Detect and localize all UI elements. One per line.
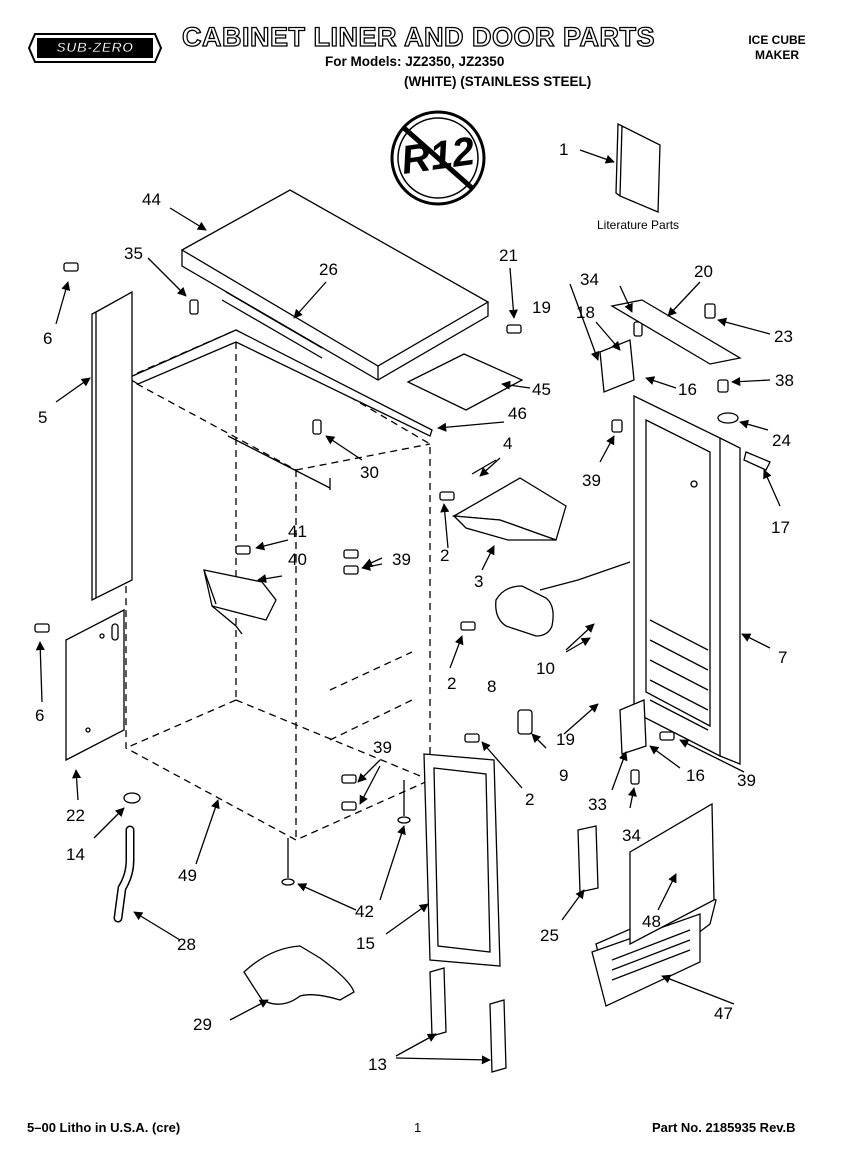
door-stop: [717, 412, 739, 424]
insulation-sheet: [406, 353, 524, 411]
callout-46: 46: [508, 404, 527, 423]
top-frame: [126, 329, 433, 490]
callout-1: 1: [559, 140, 569, 159]
callout-23: 23: [774, 327, 793, 346]
callout-6: 6: [43, 329, 53, 348]
variants-line: (WHITE) (STAINLESS STEEL): [404, 74, 592, 89]
callout-22: 22: [66, 806, 85, 825]
callout-45: 45: [532, 380, 551, 399]
callout-29: 29: [193, 1015, 212, 1034]
callout-39: 39: [737, 771, 756, 790]
leg-right: [489, 999, 507, 1073]
hinge-cover: [610, 299, 742, 365]
callout-3: 3: [474, 572, 484, 591]
callout-34: 34: [622, 826, 641, 845]
callout-6: 6: [35, 706, 45, 725]
bracket: [577, 825, 599, 893]
callout-14: 14: [66, 845, 85, 864]
callout-40: 40: [288, 550, 307, 569]
callout-30: 30: [360, 463, 379, 482]
callout-2: 2: [447, 674, 457, 693]
callout-2: 2: [525, 790, 535, 809]
footer-litho: 5–00 Litho in U.S.A. (cre): [27, 1120, 181, 1135]
bottom-hinge: [619, 699, 647, 755]
footer-part-number: Part No. 2185935 Rev.B: [652, 1120, 796, 1135]
callout-25: 25: [540, 926, 559, 945]
brand-logo: SUB-ZERO: [27, 32, 163, 64]
callout-38: 38: [775, 371, 794, 390]
callout-39: 39: [373, 738, 392, 757]
drip-tray: [243, 945, 355, 1005]
callout-42: 42: [355, 902, 374, 921]
callout-7: 7: [778, 648, 788, 667]
literature-booklet: [615, 122, 661, 213]
door-switch: [517, 709, 533, 735]
callout-4: 4: [503, 434, 513, 453]
callout-15: 15: [356, 934, 375, 953]
callout-26: 26: [319, 260, 338, 279]
ice-chute: [451, 459, 567, 541]
light-cover: [495, 561, 631, 637]
callout-49: 49: [178, 866, 197, 885]
door-gasket: [423, 753, 501, 967]
logo-badge-shape: [27, 33, 163, 63]
callout-19: 19: [532, 298, 551, 317]
product-line-1: ICE CUBE: [748, 33, 806, 47]
callout-17: 17: [771, 518, 790, 537]
trim-strip: [743, 451, 771, 471]
page-title: CABINET LINER AND DOOR PARTS: [181, 21, 655, 52]
callout-34: 34: [580, 270, 599, 289]
callout-5: 5: [38, 408, 48, 427]
callout-44: 44: [142, 190, 161, 209]
callout-39: 39: [582, 471, 601, 490]
callout-48: 48: [642, 912, 661, 931]
callout-13: 13: [368, 1055, 387, 1074]
door-assembly: [633, 394, 741, 765]
screws: [34, 262, 729, 886]
callout-33: 33: [588, 795, 607, 814]
models-line: For Models: JZ2350, JZ2350: [325, 54, 505, 69]
callout-41: 41: [288, 522, 307, 541]
callout-20: 20: [694, 262, 713, 281]
no-symbol-icon: [390, 110, 486, 206]
callout-10: 10: [536, 659, 555, 678]
top-panel: [180, 189, 490, 381]
leg-left: [429, 967, 447, 1037]
callout-16: 16: [686, 766, 705, 785]
callout-24: 24: [772, 431, 791, 450]
callout-35: 35: [124, 244, 143, 263]
product-line-2: MAKER: [755, 48, 799, 62]
callout-28: 28: [177, 935, 196, 954]
hinge-plate: [599, 339, 635, 393]
literature-label: Literature Parts: [597, 218, 680, 232]
callout-8: 8: [487, 677, 497, 696]
callout-19: 19: [556, 730, 575, 749]
grommet: [123, 792, 141, 804]
footer-page-number: 1: [414, 1120, 422, 1135]
brand-name: SUB-ZERO: [56, 39, 134, 56]
callout-18: 18: [576, 303, 595, 322]
cord-bracket: [203, 569, 277, 635]
callout-47: 47: [714, 1004, 733, 1023]
refrigerant-badge: R12: [388, 108, 488, 208]
callout-21: 21: [499, 246, 518, 265]
callout-9: 9: [559, 766, 569, 785]
rear-panel: [65, 608, 125, 762]
product-type: ICE CUBE MAKER: [742, 33, 812, 63]
callout-39: 39: [392, 550, 411, 569]
side-panel: [91, 290, 133, 602]
callout-16: 16: [678, 380, 697, 399]
callout-2: 2: [440, 546, 450, 565]
